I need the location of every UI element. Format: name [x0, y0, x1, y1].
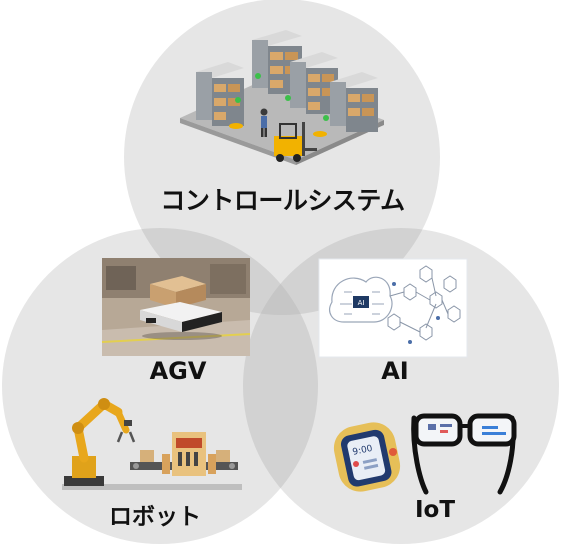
smart-glasses-illustration: [411, 413, 517, 495]
label-control-system: コントロールシステム: [160, 186, 405, 215]
label-agv: AGV: [149, 357, 207, 385]
smartwatch-illustration: 9:00: [333, 422, 401, 492]
conveyor-machine: [130, 432, 238, 476]
label-iot: IoT: [414, 497, 456, 523]
ai-image: AI: [318, 258, 468, 358]
location-pin-icon: [323, 115, 329, 121]
ai-chip-label: AI: [358, 299, 365, 307]
mini-agv: [229, 123, 243, 129]
location-pin-icon: [285, 95, 291, 101]
label-robot: ロボット: [109, 504, 201, 530]
mini-agv: [313, 131, 327, 137]
location-pin-icon: [235, 97, 241, 103]
forklift: [274, 122, 317, 162]
agv-photo: [101, 258, 251, 356]
location-pin-icon: [255, 73, 261, 79]
warehouse-illustration: [180, 30, 384, 165]
worker: [260, 108, 268, 137]
watch-time: 9:00: [352, 444, 374, 458]
storage-rack: [330, 72, 378, 132]
label-ai: AI: [381, 357, 409, 385]
robot-arm-illustration: [62, 398, 242, 490]
